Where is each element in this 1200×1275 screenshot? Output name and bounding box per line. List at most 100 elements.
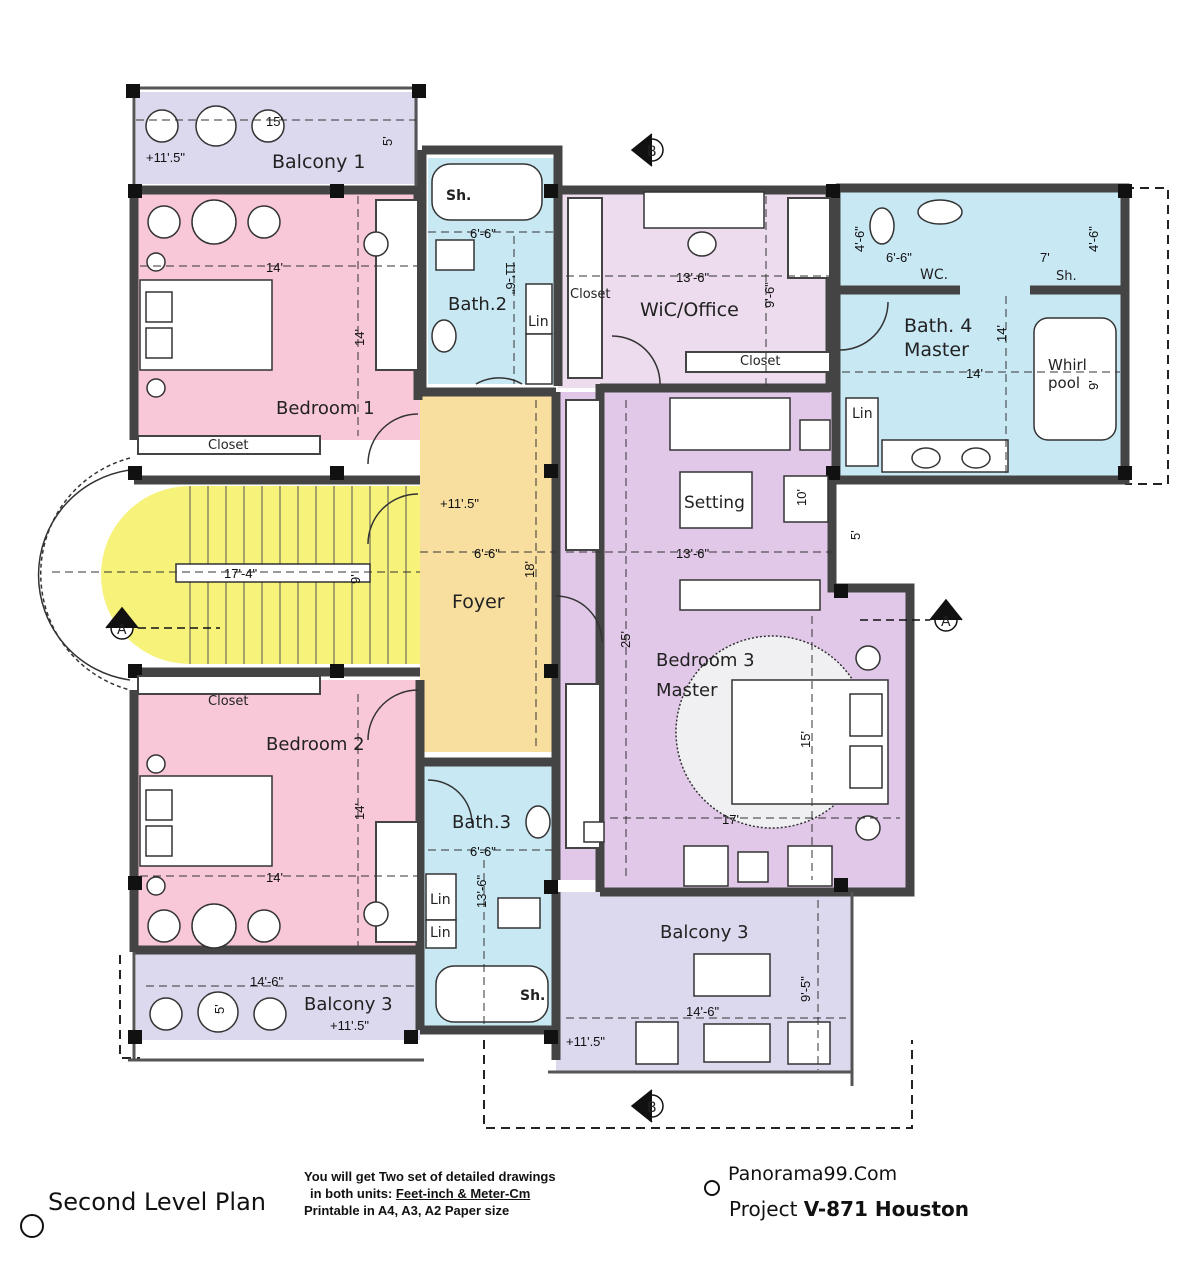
dim-foyer-width: 6'-6"	[474, 546, 500, 561]
lin-label-bath4: Lin	[852, 406, 873, 422]
dim-balcony1-depth: 5'	[380, 136, 395, 146]
bedroom1-furniture	[139, 199, 389, 398]
dim-stair-length: 17'-4"	[224, 566, 258, 581]
lin-label-bath2: Lin	[528, 314, 549, 330]
closets	[137, 197, 831, 943]
room-label-balcony3-right: Balcony 3	[660, 922, 749, 943]
dim-setting-depth: 10'	[794, 489, 809, 506]
brand-name: Panorama99.Com	[728, 1163, 898, 1185]
wc-label: WC.	[920, 267, 948, 283]
office-fixtures	[643, 191, 765, 257]
dim-level-foyer: +11'.5"	[440, 496, 479, 511]
dim-wc-width: 6'-6"	[886, 250, 912, 265]
dimension-lines	[52, 119, 1120, 1070]
dim-stair-width: 9'	[348, 574, 363, 584]
dim-whirlpool-depth: 9'	[1086, 380, 1101, 390]
dim-balcony1-width: 15'	[266, 114, 283, 129]
room-label-bedroom2: Bedroom 2	[266, 734, 365, 755]
closet-label-bedroom1: Closet	[208, 438, 249, 453]
lin-label-bath3-bottom: Lin	[430, 925, 451, 941]
bath2-fixtures	[431, 163, 553, 385]
room-label-bath2: Bath.2	[448, 294, 507, 315]
room-label-office: WiC/Office	[640, 299, 739, 321]
dim-bath4-width: 14'	[966, 366, 983, 381]
dim-bedroom2-depth: 14'	[352, 803, 367, 820]
section-b-bottom: B	[647, 1100, 657, 1116]
lin-label-bath3-top: Lin	[430, 892, 451, 908]
bedroom3-furniture	[583, 397, 889, 887]
room-label-bath4-line1: Bath. 4	[904, 315, 972, 337]
balcony3-right-furniture	[635, 953, 831, 1065]
plan-title: Second Level Plan	[48, 1188, 266, 1216]
setting-label: Setting	[684, 493, 745, 513]
note-line-2-units: Feet-inch & Meter-Cm	[395, 1186, 531, 1201]
stair-landing-label-box	[175, 563, 371, 583]
dim-balcony3-left-width: 14'-6"	[250, 974, 284, 989]
closet-label-office-bottom: Closet	[740, 354, 781, 369]
project-code: V-871 Houston	[803, 1197, 969, 1221]
dim-bed-area-width: 17'	[722, 812, 739, 827]
door-swings	[367, 301, 889, 825]
section-a-right: A	[941, 614, 951, 630]
section-markers	[105, 133, 963, 1123]
sh-label-bath4: Sh.	[1056, 269, 1077, 284]
whirlpool-label-line2: pool	[1048, 374, 1080, 392]
dim-bedroom1-width: 14'	[266, 260, 283, 275]
dim-wc-depth: 4'-6"	[852, 226, 867, 252]
room-label-bedroom3-line2: Master	[656, 680, 718, 701]
note-line-1: You will get Two set of detailed drawing…	[304, 1169, 556, 1184]
dim-shower-depth: 4'-6"	[1086, 226, 1101, 252]
project-label: Project V-871 Houston	[729, 1197, 969, 1221]
foyer-fill	[420, 396, 556, 752]
whirlpool-label-line1: Whirl	[1048, 356, 1087, 374]
dim-side-5: 5'	[848, 530, 863, 540]
sh-label-bath2: Sh.	[446, 188, 471, 204]
dim-office-depth: 9'-6"	[762, 282, 777, 308]
dim-level-balcony1: +11'.5"	[146, 150, 185, 165]
dim-bath2-width: 6'-6"	[470, 226, 496, 241]
dim-bedroom3-depth: 25'	[618, 631, 633, 648]
project-prefix: Project	[729, 1197, 798, 1221]
section-a-left: A	[117, 622, 127, 638]
section-b-top: B	[647, 144, 657, 160]
brand-marker-icon	[704, 1180, 720, 1196]
dim-level-balcony3-right: +11'.5"	[566, 1034, 605, 1049]
dim-foyer-depth: 18'	[522, 561, 537, 578]
dim-bath4-depth: 14'	[994, 325, 1009, 342]
columns	[126, 84, 1132, 1044]
floor-plan-drawing: Closet Closet Closet Closet Lin Lin Lin …	[37, 84, 1169, 1129]
dim-bedroom2-width: 14'	[266, 870, 283, 885]
dim-bath3-depth: 13'-6"	[474, 874, 489, 908]
dim-bedroom3-width: 13'-6"	[676, 546, 710, 561]
stair-outer-ring	[40, 457, 131, 691]
dashed-outlines	[119, 187, 1169, 1129]
dim-balcony3-right-depth: 9'-5"	[798, 976, 813, 1002]
stair-inner-ring	[37, 469, 131, 681]
sh-label-bath3: Sh.	[520, 988, 545, 1004]
dim-office-width: 13'-6"	[676, 270, 710, 285]
note-line-3: Printable in A4, A3, A2 Paper size	[304, 1203, 510, 1218]
bedroom2-furniture	[139, 754, 389, 949]
dim-shower-width: 7'	[1040, 250, 1050, 265]
dim-level-balcony3-left: +11'.5"	[330, 1018, 369, 1033]
note-line-2-prefix: in both units:	[310, 1186, 396, 1201]
room-label-bath3: Bath.3	[452, 812, 511, 833]
room-label-bedroom1: Bedroom 1	[276, 398, 375, 419]
dim-balcony3-right-width: 14'-6"	[686, 1004, 720, 1019]
dim-bed-area-depth: 15'	[798, 731, 813, 748]
room-label-balcony1: Balcony 1	[272, 151, 365, 173]
note-line-2: in both units: Feet-inch & Meter-Cm	[304, 1185, 556, 1202]
bath4-fixtures	[845, 199, 1117, 473]
balcony1-furniture	[145, 105, 285, 147]
closet-label-bedroom2: Closet	[208, 694, 249, 709]
dim-bedroom1-depth: 14'	[352, 329, 367, 346]
balcony3-left-furniture	[149, 991, 287, 1033]
dim-balcony3-left-depth: 5'	[212, 1004, 227, 1014]
dim-bath3-width: 6'-6"	[470, 844, 496, 859]
title-marker-icon	[20, 1214, 44, 1238]
room-label-bedroom3-line1: Bedroom 3	[656, 650, 755, 671]
dim-bath2-depth: 11'-6"	[503, 262, 518, 295]
room-label-foyer: Foyer	[452, 591, 505, 613]
room-label-balcony3-left: Balcony 3	[304, 994, 393, 1015]
bath3-fixtures	[425, 805, 551, 1023]
